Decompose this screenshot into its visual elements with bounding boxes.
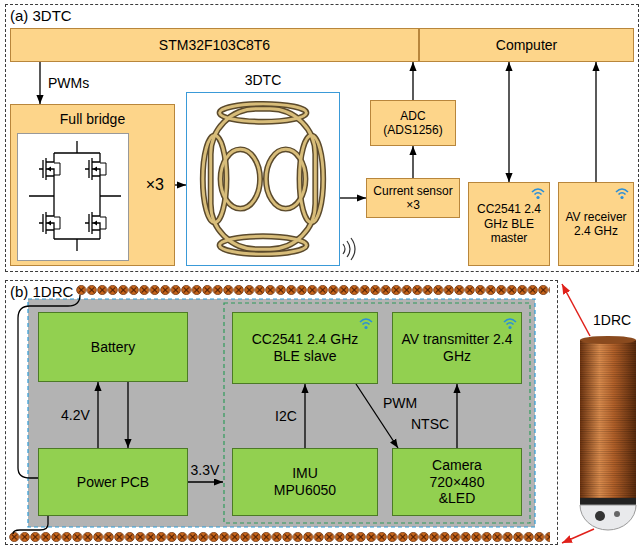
capsule-photo	[614, 511, 620, 517]
node-text: AV transmitter 2.4 GHz	[401, 331, 513, 365]
wireless-icon	[532, 189, 544, 195]
wireless-icon	[620, 196, 623, 199]
node-text: Current sensor ×3	[371, 184, 455, 213]
process-box: STM32F103C8T6	[10, 28, 419, 62]
coil-winding	[76, 285, 550, 295]
node-text: IMU MPU6050	[265, 465, 345, 499]
process-box: IMU MPU6050	[232, 448, 378, 516]
process-box: CC2541 2.4 GHz BLE master	[468, 182, 550, 266]
capsule-photo	[580, 498, 636, 505]
capsule-photo	[580, 340, 636, 505]
panel-title: (a) 3DTC	[10, 7, 72, 25]
panel-box: (a) 3DTC STM32F103C8T6 Computer Full bridg…	[5, 4, 639, 272]
power-arrow	[188, 481, 223, 482]
wireless-icon	[504, 319, 516, 325]
node-text: CC2541 2.4 GHz BLE slave	[237, 331, 373, 365]
arrow-connector	[356, 384, 398, 448]
signal-label: 4.2V	[59, 407, 92, 424]
node-text: STM32F103C8T6	[159, 37, 270, 54]
wireless-icon	[364, 326, 367, 329]
capsule-photo	[580, 505, 636, 530]
signal-label: I2C	[273, 408, 299, 425]
coil-lead	[13, 516, 48, 534]
node-text: AV receiver 2.4 GHz	[563, 210, 629, 239]
coil-winding	[9, 532, 550, 542]
wireless-icon	[616, 189, 628, 195]
arrow-connector	[175, 184, 186, 185]
signal-label: PWMs	[46, 75, 91, 92]
node-text: Full bridge	[11, 111, 174, 128]
process-box: AV transmitter 2.4 GHz	[392, 312, 522, 384]
capsule-photo	[595, 511, 605, 521]
signal-label: PWM	[381, 395, 419, 412]
process-box: Power PCB	[38, 448, 188, 516]
process-box: Full bridge ×3	[10, 104, 175, 266]
full-bridge-symbol	[39, 153, 60, 185]
arrow-connector	[340, 197, 366, 198]
capsule-photo	[580, 336, 636, 530]
node-text: Battery	[91, 339, 135, 356]
electronics-region	[224, 303, 530, 523]
full-bridge-symbol	[85, 207, 106, 239]
full-bridge-symbol	[39, 207, 60, 239]
process-box: ADC (ADS1256)	[370, 100, 456, 146]
coil-box: 3DTC	[186, 92, 340, 266]
node-text: Power PCB	[77, 474, 149, 491]
node-text: CC2541 2.4 GHz BLE master	[473, 202, 545, 245]
process-box: CC2541 2.4 GHz BLE slave	[232, 312, 378, 384]
node-text: 3DTC	[187, 72, 339, 89]
arrow-connector	[412, 146, 413, 178]
node-text: Camera 720×480 &LED	[417, 457, 497, 507]
coil-illustration	[203, 104, 323, 254]
process-box: Camera 720×480 &LED	[392, 448, 522, 516]
full-bridge-symbol	[18, 134, 129, 261]
process-box: Battery	[38, 312, 188, 382]
wireless-icon	[530, 186, 546, 200]
arrow-connector	[456, 384, 457, 448]
capsule-photo	[580, 340, 636, 505]
capsule-photo	[580, 336, 636, 344]
wireless-icon	[358, 316, 374, 330]
node-text: Computer	[496, 37, 557, 54]
node-text: ADC (ADS1256)	[375, 109, 451, 138]
wireless-icon	[536, 196, 539, 199]
process-box: Computer	[419, 28, 634, 62]
arrow-connector	[508, 62, 509, 182]
zoom-arrow	[562, 529, 594, 543]
coil-illustration	[187, 93, 339, 265]
zoom-arrow	[562, 284, 590, 336]
arrow-connector	[304, 384, 305, 448]
coil-illustration	[203, 104, 323, 254]
annotation-label: 1DRC	[591, 312, 633, 329]
full-bridge-symbol	[29, 141, 121, 251]
wireless-icon	[508, 326, 511, 329]
process-box: AV receiver 2.4 GHz	[558, 182, 634, 266]
node-text: ×3	[146, 175, 164, 194]
arrow-connector	[39, 62, 40, 104]
full-bridge-symbol	[85, 153, 106, 185]
arrow-connector	[127, 382, 128, 448]
wireless-icon	[502, 316, 518, 330]
arrow-connector	[412, 62, 413, 100]
wireless-icon	[614, 186, 630, 200]
arrow-connector	[595, 62, 596, 182]
capsule-body	[28, 299, 535, 527]
process-box: Current sensor ×3	[366, 178, 460, 218]
annotation-label: 3.3V	[189, 462, 222, 479]
arrow-connector	[97, 382, 98, 448]
panel-title: (b) 1DRC	[10, 283, 73, 301]
field-symbol	[343, 238, 355, 260]
full-bridge-symbol	[17, 133, 129, 261]
wireless-icon	[360, 319, 372, 325]
signal-label: NTSC	[409, 416, 451, 433]
